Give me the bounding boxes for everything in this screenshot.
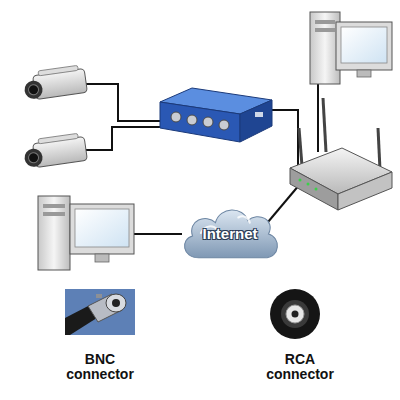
desktop-computer (310, 12, 392, 84)
router-antenna (378, 128, 380, 170)
monitor-screen (75, 209, 129, 247)
drive-bay (43, 204, 65, 208)
camera-hood (38, 133, 78, 144)
router-antenna (323, 98, 326, 152)
connector-pin (112, 299, 120, 307)
cloud-shape (185, 210, 278, 258)
monitor-screen (341, 27, 387, 63)
camera-lens (28, 84, 39, 95)
monitor-bezel (336, 22, 392, 70)
rca-pin (292, 311, 299, 318)
router-led (299, 179, 302, 182)
cloud-node: Internet (178, 202, 282, 264)
dvr-front (160, 102, 240, 142)
network-cable (317, 84, 319, 152)
rca-plug-body (270, 289, 320, 339)
drive-bay (315, 20, 335, 24)
camera-lens (23, 80, 43, 100)
router (290, 98, 392, 210)
monitor-bezel (70, 204, 134, 254)
network-cable (134, 233, 182, 235)
bnc-port (187, 115, 197, 125)
network-cable (270, 110, 298, 166)
camera-cable (85, 127, 178, 150)
drive-bay (315, 28, 335, 32)
photo-background (65, 289, 135, 335)
node-label: Internet (202, 225, 257, 242)
dvr-led (255, 112, 263, 117)
drive-bay (43, 212, 65, 216)
router-side (338, 172, 392, 210)
connector-caption: BNC connector (60, 352, 140, 382)
router-antenna (299, 128, 302, 166)
camera-lens (28, 152, 39, 163)
monitor-stand (357, 70, 371, 77)
bnc-port (171, 112, 181, 122)
network-cable (268, 184, 300, 222)
dvr-side (240, 100, 272, 142)
desktop-computer (38, 196, 134, 270)
rca-connector-photo (270, 289, 320, 339)
camera-lens (23, 148, 43, 168)
camera-hood (38, 65, 78, 76)
connector-caption: RCA connector (260, 352, 340, 382)
dvr-box (160, 88, 272, 142)
bayonet-lug (96, 294, 102, 298)
connector-face (106, 294, 126, 312)
router-led (315, 188, 318, 191)
cctv-camera (22, 65, 87, 101)
computer-tower (38, 196, 70, 270)
bnc-port (203, 117, 213, 127)
bnc-connector-photo (65, 289, 135, 335)
rca-plug-ring (281, 300, 309, 328)
monitor-stand (95, 254, 109, 262)
router-led (307, 183, 310, 186)
router-front (290, 168, 338, 210)
rca-shield (286, 305, 304, 323)
cctv-camera (22, 133, 87, 169)
bnc-port (219, 120, 229, 130)
